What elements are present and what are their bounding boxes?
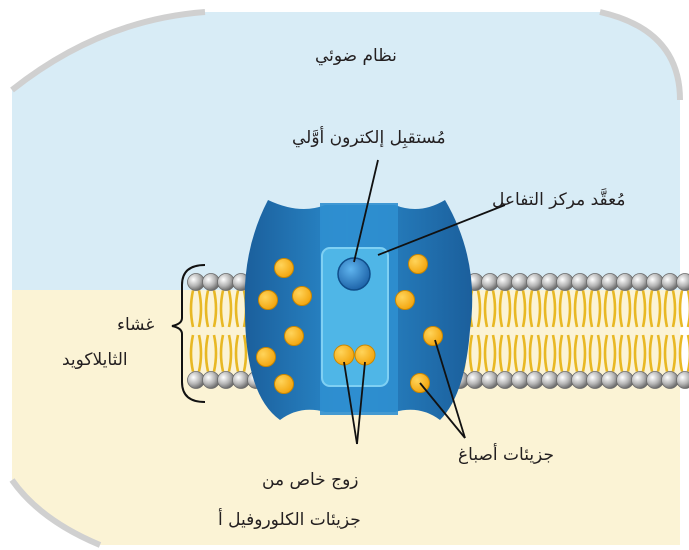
lipid-head — [662, 372, 679, 389]
lipid-head — [617, 274, 634, 291]
lipid-head — [632, 274, 649, 291]
lipid-head — [482, 372, 499, 389]
lipid-head — [602, 274, 619, 291]
membrane-label-line2: الثايلاكويد — [62, 352, 128, 369]
lipid-head — [557, 274, 574, 291]
lipid-tail — [680, 291, 682, 328]
pigment-molecule — [396, 291, 415, 310]
lipid-head — [587, 274, 604, 291]
pigment-molecule — [424, 327, 443, 346]
lipid-head — [587, 372, 604, 389]
primary-acceptor-label: مُستقبِل إلكترون أوَّلي — [292, 130, 446, 147]
pigment-molecule — [275, 375, 294, 394]
pigment-molecule — [257, 348, 276, 367]
lipid-head — [542, 372, 559, 389]
lipid-head — [557, 372, 574, 389]
lipid-head — [233, 372, 250, 389]
lipid-head — [647, 274, 664, 291]
pigment-molecule — [293, 287, 312, 306]
lipid-head — [467, 372, 484, 389]
lipid-head — [512, 372, 529, 389]
pigment-molecule — [275, 259, 294, 278]
pigments-label: جزيئات أصباغ — [458, 447, 554, 464]
primary-acceptor-molecule — [338, 258, 370, 290]
lipid-head — [527, 372, 544, 389]
lipid-head — [188, 372, 205, 389]
lipid-head — [482, 274, 499, 291]
special-pair-label-line2: جزيئات الكلوروفيل أ — [218, 512, 361, 529]
lipid-head — [572, 274, 589, 291]
special-pair-label-line1: زوج خاص من — [262, 472, 359, 489]
lipid-head — [572, 372, 589, 389]
lipid-head — [527, 274, 544, 291]
reaction-center-label: مُعقَّد مركز التفاعل — [492, 192, 625, 209]
photosystem-label: نظام ضوئي — [315, 48, 397, 65]
lipid-head — [188, 274, 205, 291]
lipid-head — [203, 274, 220, 291]
pigment-molecule — [259, 291, 278, 310]
lipid-head — [512, 274, 529, 291]
lipid-head — [218, 372, 235, 389]
membrane-label-line1: غشاء — [117, 317, 154, 334]
lipid-head — [203, 372, 220, 389]
lipid-head — [632, 372, 649, 389]
lipid-head — [542, 274, 559, 291]
lipid-head — [617, 372, 634, 389]
pigment-molecule — [285, 327, 304, 346]
lipid-head — [497, 274, 514, 291]
lipid-head — [497, 372, 514, 389]
lipid-tail — [680, 335, 682, 372]
lipid-head — [662, 274, 679, 291]
lipid-head — [602, 372, 619, 389]
lipid-head — [647, 372, 664, 389]
lipid-head — [218, 274, 235, 291]
pigment-molecule — [409, 255, 428, 274]
